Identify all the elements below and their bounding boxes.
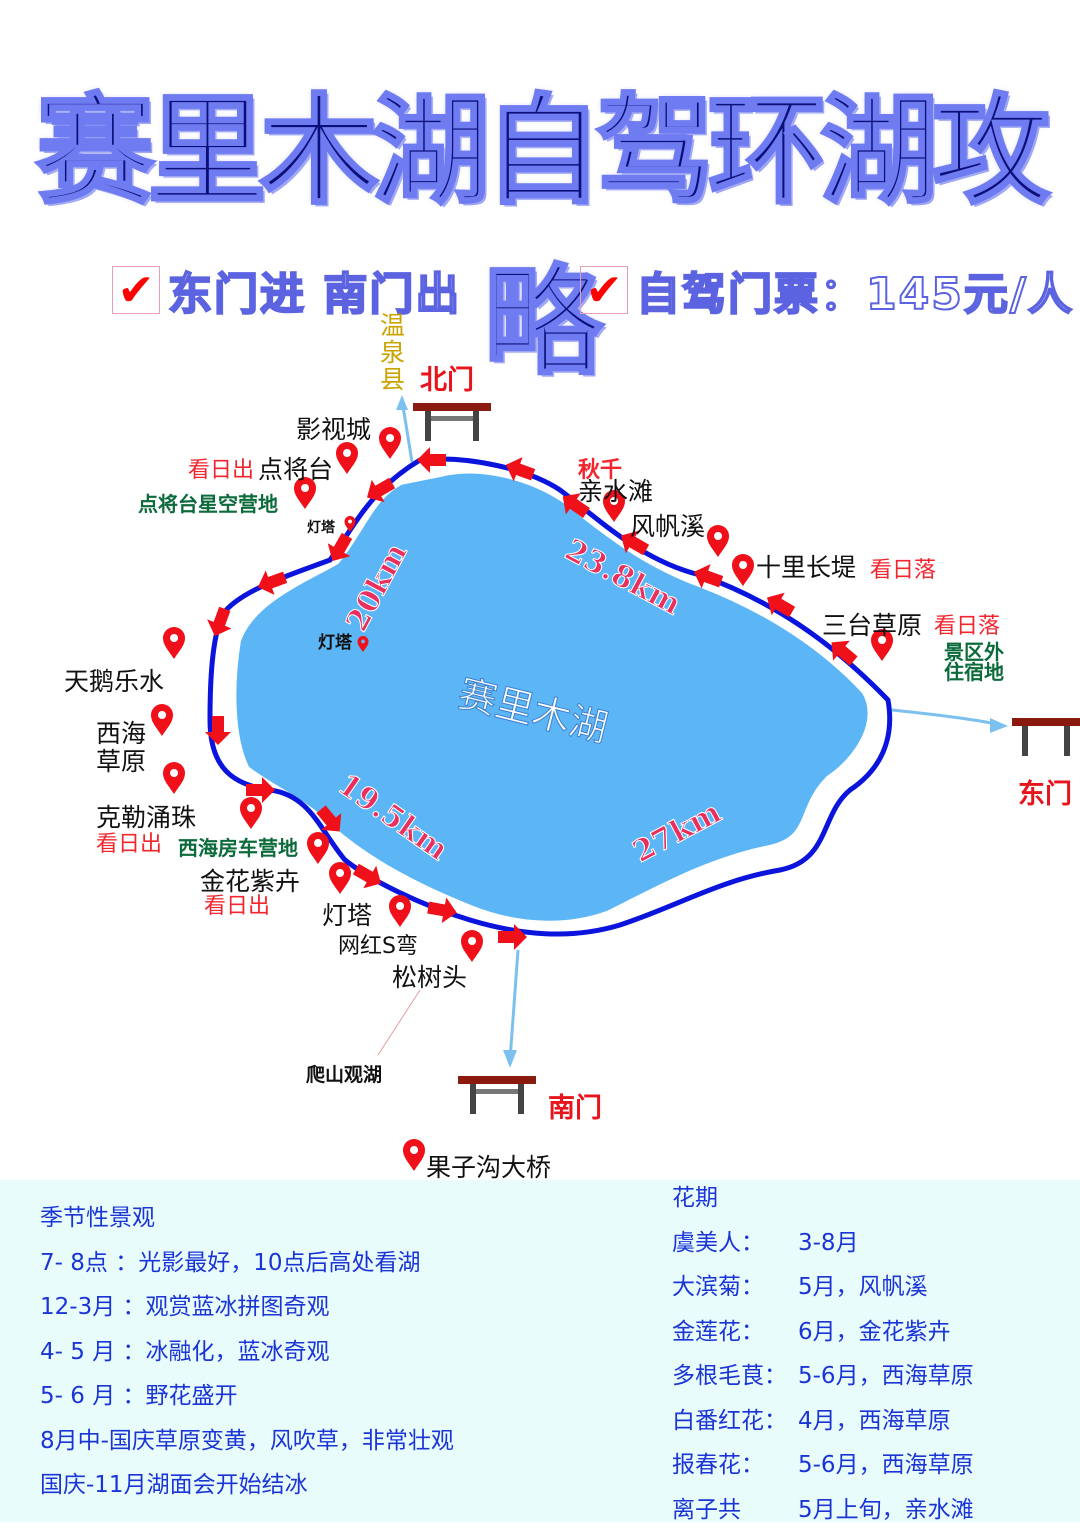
map-pin-icon bbox=[163, 762, 185, 794]
list-item: 白番红花：4月，西海草原 bbox=[672, 1401, 974, 1446]
tag-label: 看日出 bbox=[204, 888, 270, 920]
south-gate-label: 南门 bbox=[548, 1086, 602, 1125]
place-label: 果子沟大桥 bbox=[426, 1148, 551, 1184]
place-label: 西海 草原 bbox=[96, 720, 146, 776]
map-pin-icon bbox=[379, 427, 401, 459]
map-pin-icon bbox=[732, 554, 754, 586]
place-label: 爬山观湖 bbox=[306, 1060, 382, 1087]
map-pin-icon bbox=[151, 704, 173, 736]
place-label: 灯塔 bbox=[322, 896, 372, 932]
tag-label: 看日出 bbox=[96, 826, 162, 858]
seasonal-section: 季节性景观 7- 8点 ：光影最好，10点后高处看湖 12-3月 ：观赏蓝冰拼图… bbox=[40, 1198, 454, 1510]
map-pin-icon bbox=[707, 525, 729, 557]
section-heading: 花期 bbox=[672, 1178, 974, 1223]
gate-east-icon bbox=[1012, 718, 1080, 756]
map-pin-icon bbox=[163, 627, 185, 659]
map-pin-icon bbox=[240, 797, 262, 829]
south-road bbox=[510, 950, 518, 1060]
map-pin-icon bbox=[307, 832, 329, 864]
place-label: 点将台 bbox=[258, 450, 333, 486]
gate-south-icon bbox=[458, 1076, 536, 1114]
list-item: 7- 8点 ：光影最好，10点后高处看湖 bbox=[40, 1243, 454, 1288]
list-item: 报春花：5-6月，西海草原 bbox=[672, 1445, 974, 1490]
arrow-right-icon bbox=[990, 718, 1008, 733]
camp-label: 西海房车营地 bbox=[178, 832, 298, 861]
section-heading: 季节性景观 bbox=[40, 1198, 454, 1243]
map-pin-icon bbox=[403, 1139, 425, 1171]
map-pin-icon bbox=[336, 442, 358, 474]
list-item: 多根毛茛：5-6月，西海草原 bbox=[672, 1356, 974, 1401]
list-item: 5- 6 月 ：野花盛开 bbox=[40, 1376, 454, 1421]
place-label: 灯塔 bbox=[307, 517, 335, 537]
place-label: 三台草原 bbox=[822, 606, 922, 642]
info-panel: 季节性景观 7- 8点 ：光影最好，10点后高处看湖 12-3月 ：观赏蓝冰拼图… bbox=[0, 1180, 1080, 1522]
place-label: 松树头 bbox=[392, 958, 467, 994]
arrow-down-icon bbox=[503, 1050, 517, 1068]
route-arrow-icon bbox=[203, 604, 237, 640]
lake-map bbox=[0, 0, 1080, 1180]
north-gate-label: 北门 bbox=[420, 358, 474, 397]
tag-label: 看日落 bbox=[870, 552, 936, 584]
place-label: 灯塔 bbox=[318, 628, 352, 653]
list-item: 4- 5 月 ：冰融化，蓝冰奇观 bbox=[40, 1332, 454, 1377]
tag-label: 看日落 bbox=[934, 608, 1000, 640]
place-label: 网红S弯 bbox=[338, 928, 418, 960]
list-item: 8月中-国庆草原变黄，风吹草，非常壮观 bbox=[40, 1421, 454, 1466]
east-road bbox=[892, 710, 1000, 725]
flower-section: 花期 虞美人：3-8月 大滨菊：5月，风帆溪 金莲花：6月，金花紫卉 多根毛茛：… bbox=[672, 1178, 974, 1534]
place-label: 亲水滩 bbox=[578, 472, 653, 508]
arrow-up-icon bbox=[396, 395, 408, 410]
direction-label: 温泉县 bbox=[380, 312, 410, 393]
list-item: 大滨菊：5月，风帆溪 bbox=[672, 1267, 974, 1312]
list-item: 虞美人：3-8月 bbox=[672, 1223, 974, 1268]
map-pin-icon bbox=[329, 862, 351, 894]
place-label: 影视城 bbox=[296, 410, 371, 446]
tag-label: 看日出 bbox=[188, 452, 254, 484]
lodging-label: 景区外 住宿地 bbox=[944, 642, 1004, 682]
camp-label: 点将台星空营地 bbox=[138, 488, 278, 517]
list-item: 国庆-11月湖面会开始结冰 bbox=[40, 1465, 454, 1510]
list-item: 12-3月 ：观赏蓝冰拼图奇观 bbox=[40, 1287, 454, 1332]
place-label: 十里长堤 bbox=[756, 548, 856, 584]
place-label: 风帆溪 bbox=[630, 507, 705, 543]
hiking-trail bbox=[378, 990, 420, 1055]
gate-north-icon bbox=[413, 403, 491, 441]
place-label: 天鹅乐水 bbox=[64, 662, 164, 698]
list-item: 金莲花：6月，金花紫卉 bbox=[672, 1312, 974, 1357]
map-pin-icon bbox=[389, 895, 411, 927]
east-gate-label: 东门 bbox=[1018, 772, 1072, 811]
